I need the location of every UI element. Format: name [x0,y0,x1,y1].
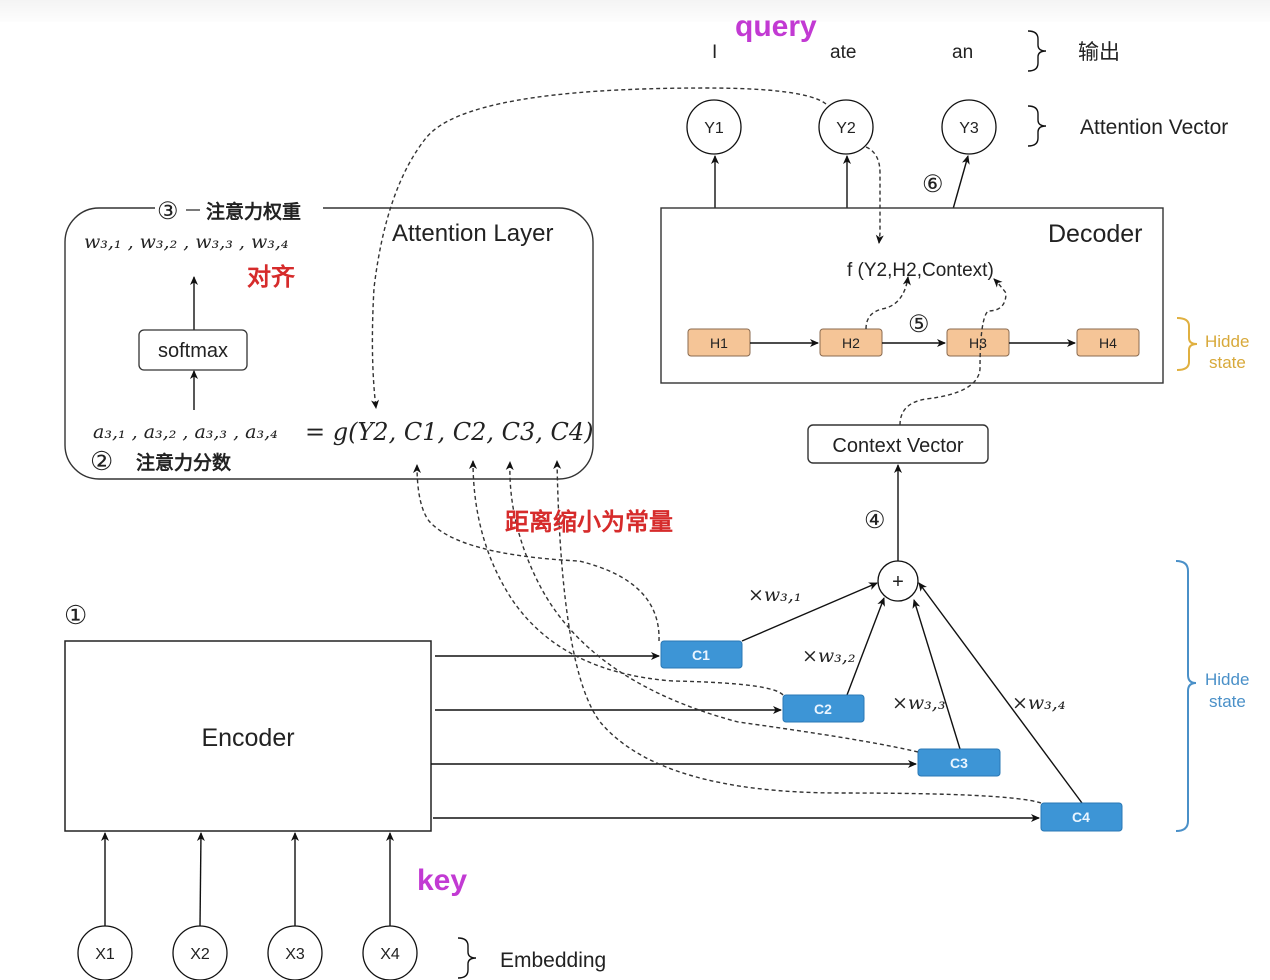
y2-to-function-dashed [865,146,884,244]
top-band [0,0,1270,22]
step-3-label: 注意力权重 [206,200,301,223]
weight-multiplier-4: ×w₃,₄ [1012,692,1065,714]
score-function: = g(Y2, C1, C2, C3, C4) [305,418,594,446]
x2-to-encoder-arrow [196,832,205,927]
encoder-hidden-label-line2: state [1209,692,1246,711]
c3-label: C3 [950,755,968,771]
x3-label: X3 [285,946,305,963]
x3-node: X3 [267,925,323,980]
h1-node: H1 [687,328,751,357]
step-1-marker: ① [64,600,87,630]
c1-to-sum-arrow [741,582,878,642]
step-6-marker: ⑥ [922,171,944,198]
c4-node: C4 [1040,802,1123,832]
y1-label: Y1 [704,120,724,137]
h3-node: H3 [946,328,1010,357]
weight-multiplier-2: ×w₃,₂ [802,645,855,667]
encoder-hidden-brace-icon [1175,560,1197,832]
c1-node: C1 [660,640,743,669]
weight-multiplier-1: ×w₃,₁ [748,584,801,606]
output-brace-label: 输出 [1078,40,1120,64]
y2-node: Y2 [818,99,874,155]
encoder-block [64,640,432,832]
decoder-hidden-brace-icon [1176,317,1198,371]
h2-label: H2 [842,335,860,351]
key-label: key [417,864,467,897]
output-word-3: an [952,42,973,63]
decoder-function: f (Y2,H2,Context) [847,260,994,281]
attention-vector-label: Attention Vector [1080,116,1228,139]
context-vector-label: Context Vector [832,435,964,457]
h4-label: H4 [1099,335,1117,351]
x1-label: X1 [95,946,115,963]
encoder-hidden-label-line1: Hidde [1205,670,1249,689]
decoder-title: Decoder [1048,220,1143,248]
query-label: query [735,10,817,43]
context-to-function-dashed [899,278,1007,426]
attention-layer-title: Attention Layer [392,220,553,247]
output-brace-icon [1027,30,1047,72]
sum-node: + [877,560,919,602]
x2-label: X2 [190,946,210,963]
h4-node: H4 [1076,328,1140,357]
c4-to-sum-arrow [918,582,1083,804]
attention-header-mask [155,198,323,220]
distance-note: 距离缩小为常量 [505,508,673,536]
y3-node: Y3 [941,99,997,155]
step-2-marker: ② [90,446,113,476]
c3-to-sum-arrow [912,599,961,750]
c1-label: C1 [692,647,710,663]
step-2-label: 注意力分数 [136,451,232,474]
c1-to-score-dashed [413,464,660,642]
x2-node: X2 [172,925,228,980]
y1-node: Y1 [686,99,742,155]
step-4-marker: ④ [864,507,886,534]
x1-node: X1 [77,925,133,980]
embedding-label: Embedding [500,949,606,972]
output-word-1: I [712,42,717,63]
attention-layer-block [64,207,594,480]
c3-node: C3 [917,748,1001,777]
c2-to-score-dashed [469,460,784,696]
softmax-label: softmax [158,340,228,362]
c3-to-score-dashed [505,461,919,753]
context-vector-box [807,424,989,464]
c4-to-score-dashed [553,460,1042,804]
sum-symbol: + [892,571,904,593]
c2-node: C2 [782,694,865,723]
decoder-hidden-label-line2: state [1209,353,1246,372]
attention-vector-brace-icon [1027,105,1047,147]
weights-row: w₃,₁ , w₃,₂ , w₃,₃ , w₃,₄ [84,231,289,253]
x4-node: X4 [362,925,418,980]
step-5-marker: ⑤ [908,311,930,338]
c2-label: C2 [814,701,832,717]
step-3-marker: ③ [157,198,179,225]
alignment-label: 对齐 [247,263,296,291]
h3-label: H3 [969,335,987,351]
weight-multiplier-3: ×w₃,₃ [892,692,945,714]
encoder-title: Encoder [201,724,294,752]
h2-to-function-dashed [865,276,911,330]
output-word-2: ate [830,42,856,63]
y3-label: Y3 [959,120,979,137]
c2-to-sum-arrow [846,597,885,696]
y2-label: Y2 [836,120,856,137]
x4-label: X4 [380,946,400,963]
decoder-hidden-label-line1: Hidde [1205,332,1249,351]
h1-label: H1 [710,335,728,351]
h2-node: H2 [819,328,883,357]
c4-label: C4 [1072,809,1090,825]
scores-row: a₃,₁ , a₃,₂ , a₃,₃ , a₃,₄ [93,421,278,443]
embedding-brace-icon [457,937,477,979]
